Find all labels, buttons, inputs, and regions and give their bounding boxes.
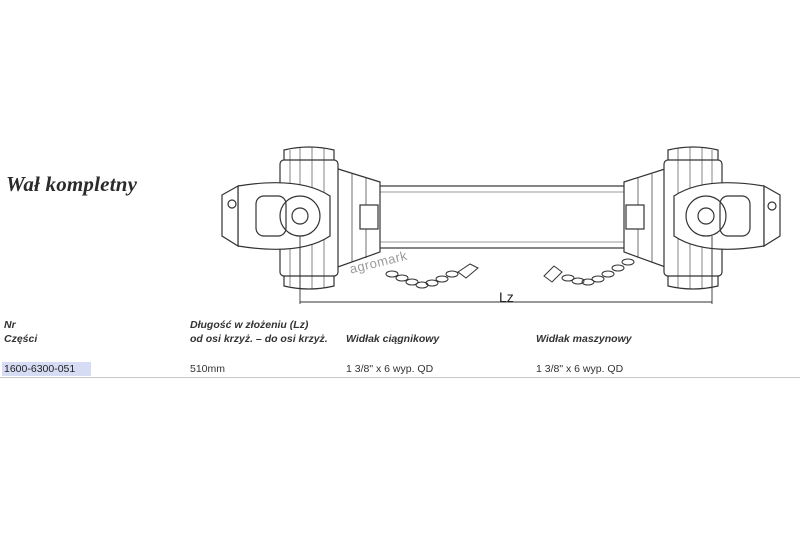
cell-tractor-yoke: 1 3/8" x 6 wyp. QD: [346, 363, 434, 375]
right-guard: [623, 167, 669, 269]
pto-shaft-drawing: [221, 146, 781, 304]
header-length: Długość w złożeniu (Lz) od osi krzyż. – …: [190, 318, 328, 346]
table-rule: [0, 377, 800, 378]
left-guard: [334, 167, 381, 269]
dimension-label: Lz: [499, 289, 514, 305]
shaft-tube: [375, 185, 629, 249]
cell-machine-yoke: 1 3/8" x 6 wyp. QD: [536, 363, 624, 375]
header-length-line2: od osi krzyż. – do osi krzyż.: [190, 333, 328, 345]
page-title: Wał kompletny: [6, 172, 138, 196]
cell-length: 510mm: [190, 363, 226, 375]
header-machine-yoke: Widłak maszynowy: [536, 333, 632, 345]
right-yoke: [673, 182, 781, 250]
cell-part-no: 1600-6300-051: [2, 362, 91, 376]
safety-chain-left: [385, 263, 479, 289]
header-part-no-line2: Części: [4, 333, 38, 345]
safety-chain-right: [543, 258, 635, 286]
header-tractor-yoke: Widłak ciągnikowy: [346, 333, 440, 345]
dimension-line: [299, 236, 713, 304]
header-length-line1: Długość w złożeniu (Lz): [190, 319, 309, 331]
header-part-no-line1: Nr: [4, 319, 16, 331]
left-yoke: [221, 182, 331, 250]
header-part-no: Nr Części: [4, 318, 37, 346]
